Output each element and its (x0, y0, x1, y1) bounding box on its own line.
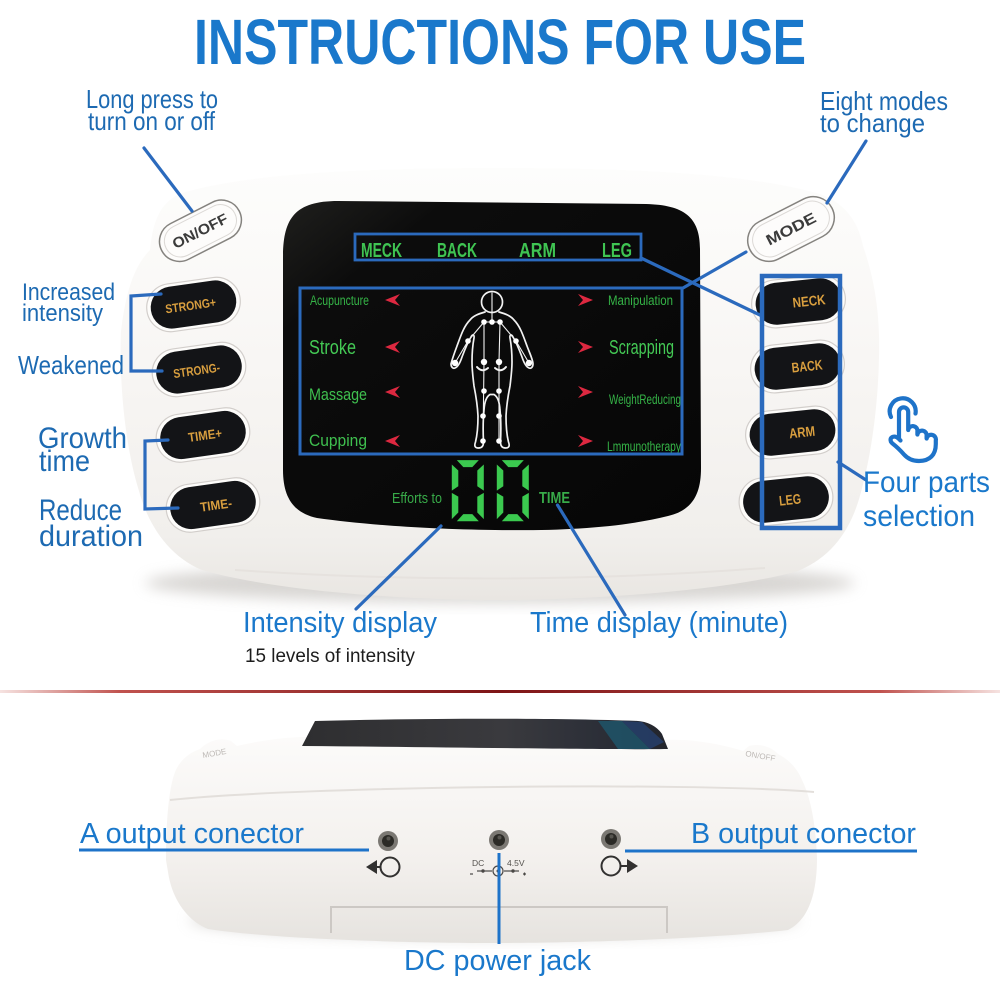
svg-text:TIME: TIME (539, 490, 570, 507)
svg-text:duration: duration (39, 520, 143, 553)
svg-text:B output conector: B output conector (691, 818, 916, 850)
svg-text:Intensity display: Intensity display (243, 607, 437, 639)
svg-text:BACK: BACK (791, 356, 824, 375)
svg-text:MECK: MECK (361, 240, 402, 262)
svg-text:Acupuncture: Acupuncture (310, 293, 369, 308)
svg-text:TIME+: TIME+ (187, 425, 223, 445)
svg-text:A output conector: A output conector (80, 818, 304, 850)
svg-text:Eight modes: Eight modes (820, 86, 948, 116)
svg-text:MODE: MODE (202, 747, 227, 760)
svg-text:Time display (minute): Time display (minute) (530, 607, 788, 639)
svg-text:time: time (39, 445, 90, 478)
svg-text:WeightReducing: WeightReducing (609, 392, 681, 407)
svg-text:DC: DC (472, 858, 484, 868)
svg-text:TIME-: TIME- (199, 495, 233, 514)
svg-text:Lmmunotherapy: Lmmunotherapy (607, 439, 681, 454)
svg-text:15 levels of intensity: 15 levels of intensity (245, 646, 415, 667)
svg-text:Scrapping: Scrapping (609, 337, 674, 359)
svg-text:turn on or off: turn on or off (88, 106, 216, 136)
svg-text:Massage: Massage (309, 385, 367, 404)
svg-text:LEG: LEG (778, 490, 802, 508)
svg-text:Long press to: Long press to (86, 84, 218, 114)
svg-text:intensity: intensity (22, 300, 103, 327)
svg-text:Growth: Growth (38, 422, 127, 455)
svg-text:to change: to change (820, 108, 925, 138)
svg-text:BACK: BACK (437, 240, 477, 262)
svg-text:Manipulation: Manipulation (608, 293, 673, 308)
svg-text:Cupping: Cupping (309, 431, 367, 450)
svg-text:NECK: NECK (792, 291, 826, 310)
svg-text:Stroke: Stroke (309, 337, 356, 359)
svg-text:Reduce: Reduce (39, 494, 122, 527)
svg-text:STRONG-: STRONG- (172, 361, 220, 381)
svg-text:INSTRUCTIONS FOR USE: INSTRUCTIONS FOR USE (194, 6, 806, 78)
svg-text:DC power jack: DC power jack (404, 945, 591, 977)
svg-text:Four parts: Four parts (863, 466, 990, 499)
svg-text:Increased: Increased (22, 279, 115, 306)
svg-text:Weakened: Weakened (18, 350, 124, 380)
svg-text:ARM: ARM (519, 240, 556, 262)
svg-text:ARM: ARM (788, 423, 816, 442)
svg-text:4.5V: 4.5V (507, 858, 525, 868)
svg-text:selection: selection (863, 500, 975, 533)
svg-text:LEG: LEG (602, 240, 632, 262)
svg-text:Efforts to: Efforts to (392, 490, 442, 507)
